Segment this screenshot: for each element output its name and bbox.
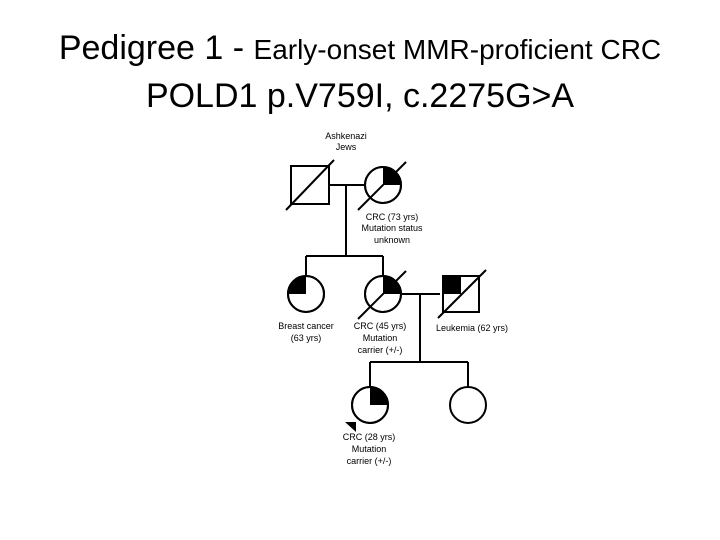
- deceased-slash: [357, 161, 407, 211]
- gen1-father[interactable]: [285, 159, 335, 211]
- female-circle-symbol: [449, 386, 487, 424]
- ethnicity-label-line-1: Ashkenazi: [325, 131, 367, 141]
- affected-quadrant: [288, 276, 306, 294]
- deceased-slash: [357, 270, 407, 320]
- female-circle-outline: [287, 275, 325, 313]
- gen2-father[interactable]: [437, 269, 487, 319]
- female-circle-outline: [364, 275, 402, 313]
- proband-arrow-icon: [345, 422, 356, 432]
- female-circle-outline: [364, 166, 402, 204]
- deceased-slash: [285, 159, 335, 211]
- gen1-mother-label-3: unknown: [374, 235, 410, 245]
- gen2-mother-label-2: Mutation: [363, 333, 398, 343]
- female-circle-outline: [351, 386, 389, 424]
- gen3-proband[interactable]: [345, 386, 389, 432]
- gen2-mother-label-3: carrier (+/-): [358, 345, 403, 355]
- gen2-sister-label-1: Breast cancer: [278, 321, 334, 331]
- gen2-sister[interactable]: [287, 275, 325, 313]
- gen2-father-label-1: Leukemia (62 yrs): [436, 323, 508, 333]
- affected-quadrant: [443, 276, 461, 294]
- title-main: Pedigree 1 -: [58, 29, 254, 67]
- gen3-proband-label-3: carrier (+/-): [347, 456, 392, 466]
- affected-quadrant: [370, 387, 388, 405]
- deceased-slash: [437, 269, 487, 319]
- gen3-sister[interactable]: [449, 386, 487, 424]
- title-line-2: POLD1 p.V759I, c.2275G>A: [145, 77, 575, 115]
- gen3-proband-label-2: Mutation: [352, 444, 387, 454]
- gen3-proband-label-1: CRC (28 yrs): [343, 432, 396, 442]
- gen2-mother-label-1: CRC (45 yrs): [354, 321, 407, 331]
- gen1-mother-label-1: CRC (73 yrs): [366, 212, 419, 222]
- title-subtitle: Early-onset MMR-proficient CRC: [253, 34, 662, 65]
- gen2-sister-label-2: (63 yrs): [291, 333, 322, 343]
- gen2-mother[interactable]: [357, 270, 407, 320]
- title-line-1: Pedigree 1 - Early-onset MMR-proficient …: [0, 28, 720, 70]
- male-square-outline: [442, 275, 480, 313]
- ethnicity-label-line-2: Jews: [336, 142, 357, 152]
- gen1-mother[interactable]: [357, 161, 407, 211]
- gen1-mother-label-2: Mutation status: [361, 223, 423, 233]
